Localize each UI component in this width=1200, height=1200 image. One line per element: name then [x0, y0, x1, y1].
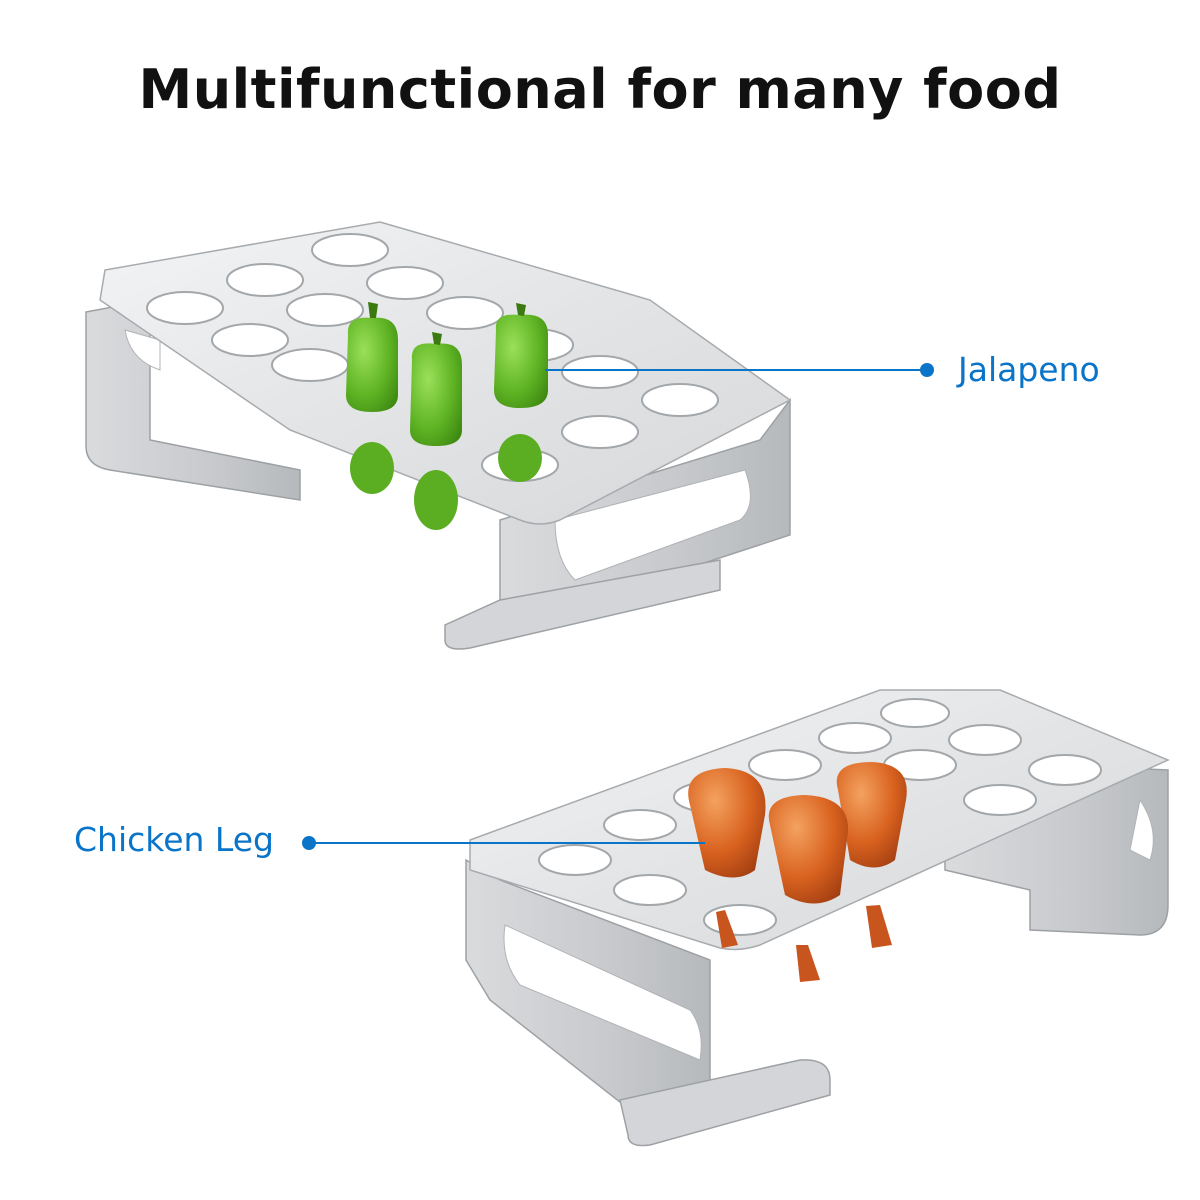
callout-label-jalapeno: Jalapeno — [958, 350, 1100, 389]
chicken-legs — [688, 762, 907, 982]
page-title: Multifunctional for many food — [138, 58, 1062, 121]
rack-top — [85, 221, 792, 650]
jalapeno-peppers — [346, 302, 548, 530]
callout-label-chicken-leg: Chicken Leg — [74, 820, 274, 859]
chicken-callout — [302, 836, 705, 850]
rack-bottom — [465, 689, 1170, 1147]
jalapeno-callout — [545, 363, 934, 377]
